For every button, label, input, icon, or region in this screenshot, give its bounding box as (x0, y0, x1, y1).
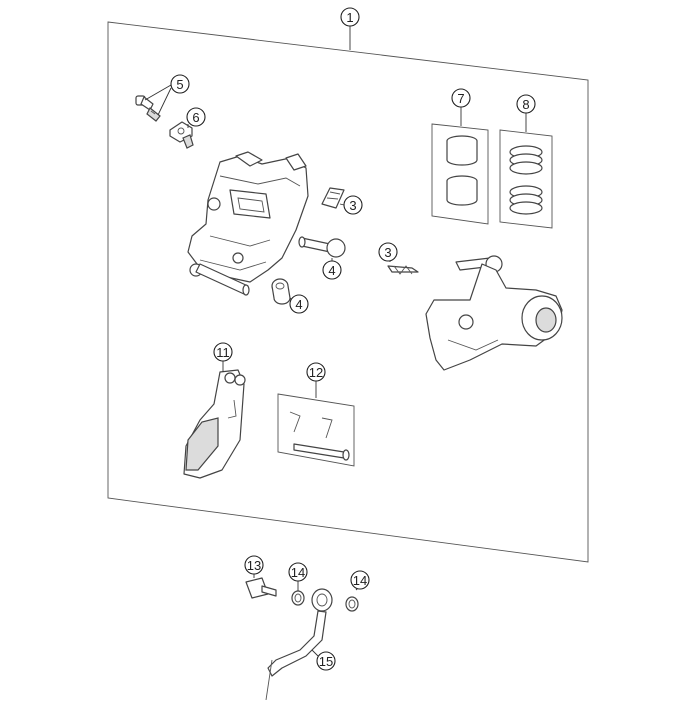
callout-4a: 4 (322, 258, 342, 280)
callout-11: 11 (213, 342, 233, 372)
brake-hose (265, 588, 333, 701)
plug-cap (169, 121, 194, 149)
callout-1-label: 1 (346, 10, 353, 25)
callout-7: 7 (451, 88, 471, 126)
guide-bolt (298, 236, 346, 258)
callout-1: 1 (340, 7, 360, 50)
callout-3a-label: 3 (349, 198, 356, 213)
pin-kit (277, 393, 355, 467)
callout-12: 12 (306, 362, 326, 398)
callout-6: 6 (186, 107, 206, 128)
callout-5: 5 (144, 74, 190, 116)
piston-kit (431, 123, 489, 225)
sealing-washer-b (345, 596, 359, 612)
callout-13-label: 13 (247, 558, 261, 573)
callout-3a: 3 (339, 195, 363, 215)
callout-14b: 14 (350, 570, 370, 591)
seal-kit (499, 129, 553, 229)
callout-12-label: 12 (309, 365, 323, 380)
callout-4b: 4 (289, 294, 309, 314)
bleeder-screw (135, 95, 161, 122)
callout-15: 15 (311, 649, 336, 671)
banjo-bolt (245, 577, 277, 599)
callout-14a-label: 14 (291, 565, 305, 580)
brake-pads (183, 369, 246, 479)
callout-4b-label: 4 (295, 297, 302, 312)
assembly-panel (107, 21, 589, 563)
callout-15-label: 15 (319, 654, 333, 669)
callout-3b: 3 (378, 242, 398, 262)
caliper-guide-pin (195, 263, 250, 296)
callout-14b-label: 14 (353, 573, 367, 588)
callout-4a-label: 4 (328, 263, 335, 278)
sealing-washer-a (291, 590, 305, 606)
callout-5-label: 5 (176, 77, 183, 92)
spring-clip-a (321, 187, 345, 209)
caliper-bracket (425, 255, 563, 371)
callout-6-label: 6 (192, 110, 199, 125)
callout-11-label: 11 (216, 345, 230, 360)
callout-7-label: 7 (457, 91, 464, 106)
spring-clip-b (387, 265, 419, 275)
rubber-bushing (271, 278, 291, 305)
callout-8-label: 8 (522, 97, 529, 112)
callout-8: 8 (516, 94, 536, 132)
callout-13: 13 (244, 555, 264, 578)
callout-14a: 14 (288, 562, 308, 591)
caliper-body (187, 151, 309, 283)
callout-3b-label: 3 (384, 245, 391, 260)
